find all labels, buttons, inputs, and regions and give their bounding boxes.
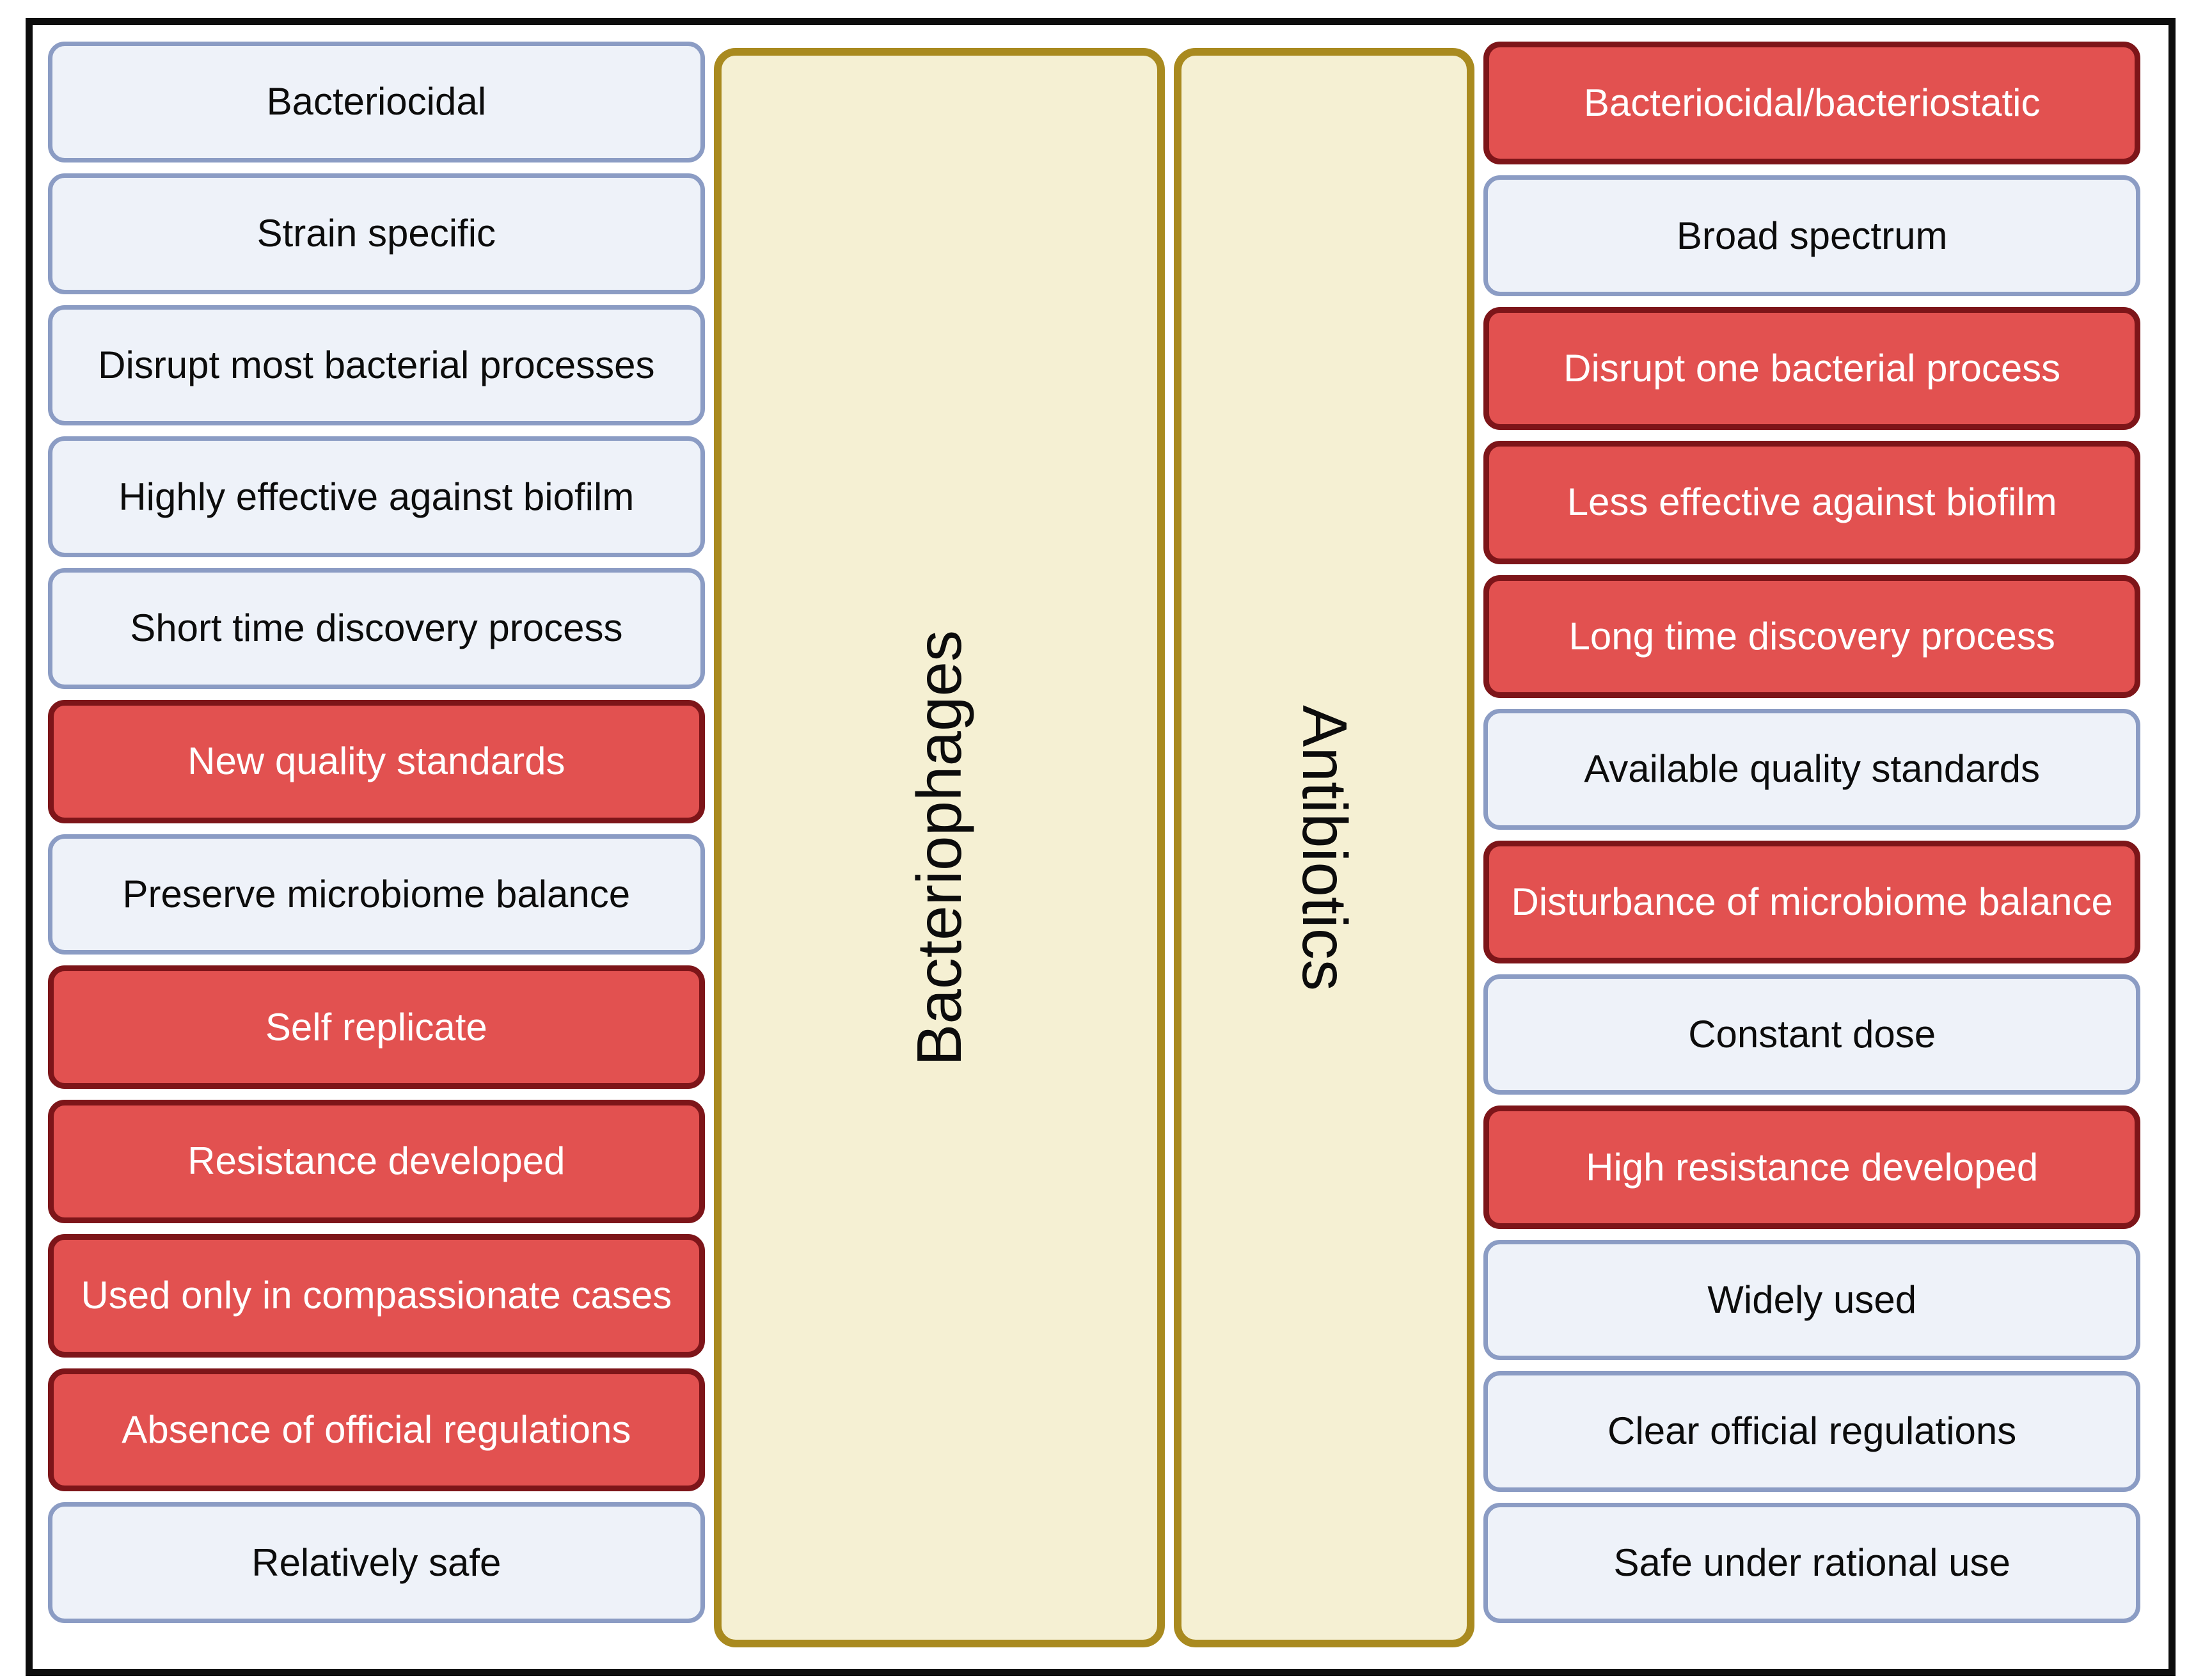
antibiotic-trait: Clear official regulations: [1483, 1371, 2140, 1492]
antibiotics-column-header: Antibiotics: [1173, 48, 1475, 1647]
antibiotic-trait: Bacteriocidal/bacteriostatic: [1483, 42, 2140, 165]
bacteriophage-trait: Absence of official regulations: [48, 1368, 705, 1492]
bacteriophages-vertical-label: Bacteriophages: [903, 630, 974, 1066]
bacteriophage-trait: Highly effective against biofilm: [48, 436, 705, 557]
bacteriophage-trait: Disrupt most bacterial processes: [48, 305, 705, 426]
antibiotic-trait: Available quality standards: [1483, 709, 2140, 830]
bacteriophage-trait: Used only in compassionate cases: [48, 1233, 705, 1358]
antibiotics-vertical-label: Antibiotics: [1289, 704, 1360, 991]
bacteriophage-trait: Relatively safe: [48, 1502, 705, 1623]
figure-frame: Bacteriocidal Strain specific Disrupt mo…: [26, 18, 2176, 1676]
antibiotic-trait: Disrupt one bacterial process: [1483, 306, 2140, 431]
antibiotic-trait: Disturbance of microbiome balance: [1483, 840, 2140, 963]
bacteriophage-trait: New quality standards: [48, 699, 705, 823]
antibiotic-trait: Long time discovery process: [1483, 575, 2140, 699]
bacteriophage-trait: Self replicate: [48, 965, 705, 1089]
antibiotic-trait: Safe under rational use: [1483, 1502, 2140, 1624]
bacteriophages-column-header: Bacteriophages: [713, 48, 1165, 1647]
antibiotic-trait: Broad spectrum: [1483, 175, 2140, 296]
bacteriophage-trait: Preserve microbiome balance: [48, 834, 705, 955]
bacteriophage-trait: Strain specific: [48, 173, 705, 294]
antibiotics-trait-column: Bacteriocidal/bacteriostatic Broad spect…: [1483, 42, 2140, 1624]
bacteriophages-trait-column: Bacteriocidal Strain specific Disrupt mo…: [48, 42, 705, 1623]
bacteriophage-trait: Short time discovery process: [48, 568, 705, 689]
bacteriophage-trait: Bacteriocidal: [48, 42, 705, 162]
antibiotic-trait: Constant dose: [1483, 974, 2140, 1095]
antibiotic-trait: High resistance developed: [1483, 1105, 2140, 1229]
bacteriophage-trait: Resistance developed: [48, 1100, 705, 1223]
antibiotic-trait: Widely used: [1483, 1239, 2140, 1361]
antibiotic-trait: Less effective against biofilm: [1483, 441, 2140, 564]
